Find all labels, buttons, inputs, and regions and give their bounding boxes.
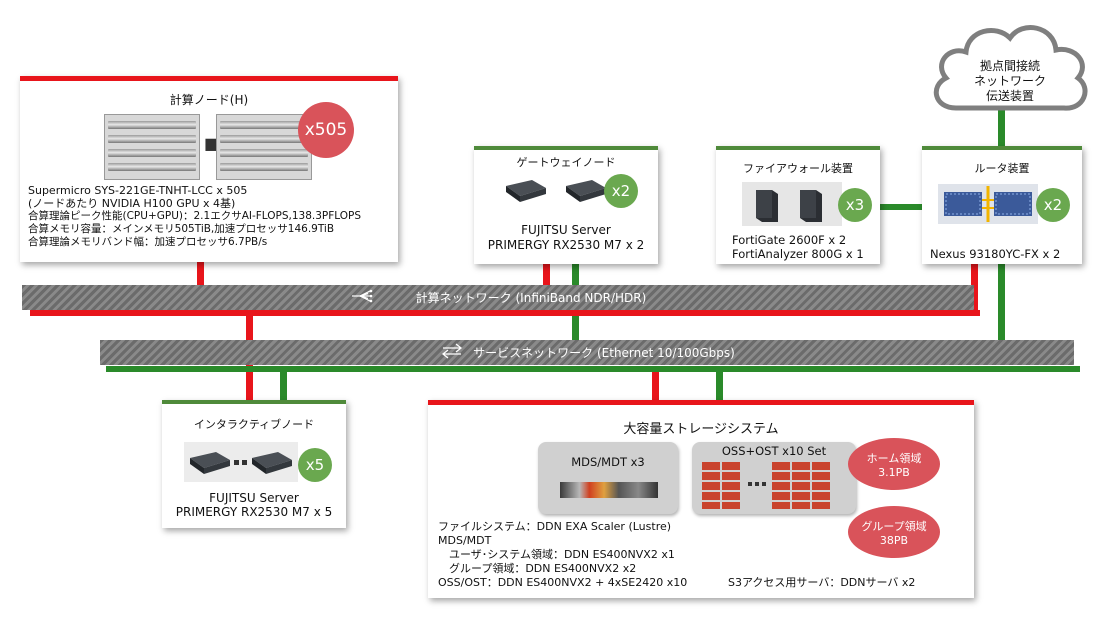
gpu-server-image-left bbox=[104, 114, 200, 180]
service-network-label: サービスネットワーク (Ethernet 10/100Gbps) bbox=[473, 346, 735, 360]
storage-title: 大容量ストレージシステム bbox=[623, 422, 779, 437]
group-area-name: グループ領域 bbox=[861, 519, 927, 533]
group-area-size: 38PB bbox=[879, 533, 909, 547]
gateway-count-badge: x2 bbox=[604, 174, 638, 208]
firewall-spec-1: FortiGate 2600F x 2 bbox=[732, 233, 847, 247]
interactive-eth-link bbox=[280, 370, 287, 404]
router-spec-1: Nexus 93180YC-FX x 2 bbox=[930, 247, 1061, 261]
router-cloud-link bbox=[998, 110, 1005, 150]
gateway-ib-link bbox=[543, 262, 550, 288]
compute-node-header-bar bbox=[20, 76, 398, 81]
firewall-header-bar bbox=[716, 146, 880, 150]
interactive-server-image bbox=[184, 442, 298, 482]
router-ib-link bbox=[971, 262, 978, 314]
storage-eth-link bbox=[716, 370, 723, 404]
compute-network-bus: 計算ネットワーク (InfiniBand NDR/HDR) bbox=[22, 285, 974, 310]
infiniband-icon bbox=[350, 289, 376, 306]
gateway-node-box: ゲートウェイノード x2 FUJITSU Server PRIMERGY RX2… bbox=[474, 146, 658, 264]
firewall-count-badge: x3 bbox=[838, 188, 872, 222]
router-image bbox=[938, 184, 1038, 224]
cloud-shape: 拠点間接続 ネットワーク 伝送装置 bbox=[926, 16, 1094, 120]
oss-label: OSS+OST x10 Set bbox=[721, 444, 827, 458]
storage-ib-link bbox=[652, 370, 659, 404]
compute-node-spec-2: (ノードあたり NVIDIA H100 GPU x 4基) bbox=[28, 197, 236, 210]
router-eth-link bbox=[998, 262, 1005, 340]
home-area-badge: ホーム領域 3.1PB bbox=[848, 438, 940, 490]
compute-network-label: 計算ネットワーク (InfiniBand NDR/HDR) bbox=[415, 291, 647, 305]
mds-panel: MDS/MDT x3 bbox=[538, 442, 678, 514]
storage-spec-2: MDS/MDT bbox=[438, 534, 492, 547]
ethernet-icon bbox=[439, 343, 465, 362]
gateway-header-bar bbox=[474, 146, 658, 150]
interactive-header-bar bbox=[162, 400, 346, 404]
storage-spec-5: OSS/OST：DDN ES400NVX2 + 4xSE2420 x10 bbox=[438, 576, 688, 589]
firewall-spec-2: FortiAnalyzer 800G x 1 bbox=[732, 247, 864, 261]
interactive-node-box: インタラクティブノード x5 FUJITSU Server PRIMERGY R… bbox=[162, 400, 346, 528]
home-area-name: ホーム領域 bbox=[866, 451, 922, 465]
gateway-server-image-1 bbox=[502, 176, 548, 204]
oss-panel: OSS+OST x10 Set bbox=[692, 442, 856, 514]
s3-server-label: S3アクセス用サーバ：DDNサーバ x2 bbox=[728, 576, 916, 589]
interactive-count-badge: x5 bbox=[298, 448, 332, 482]
cloud-label-1: 拠点間接続 bbox=[979, 59, 1040, 73]
oss-device-image bbox=[700, 460, 850, 510]
compute-node-spec-5: 合算理論メモリバンド幅：加速プロセッサ6.7PB/s bbox=[28, 236, 268, 248]
compute-network-shadow bbox=[30, 310, 980, 316]
firewall-title: ファイアウォール装置 bbox=[743, 162, 853, 175]
compute-node-count-badge: x505 bbox=[298, 102, 354, 158]
storage-spec-1: ファイルシステム：DDN EXA Scaler (Lustre) bbox=[438, 520, 672, 533]
cloud-label-3: 伝送装置 bbox=[985, 89, 1034, 103]
firewall-box: ファイアウォール装置 x3 FortiGate 2600F x 2 FortiA… bbox=[716, 146, 880, 264]
storage-spec-4: グループ領域：DDN ES400NVX2 x2 bbox=[438, 562, 637, 575]
firewall-image bbox=[742, 182, 842, 226]
group-area-badge: グループ領域 38PB bbox=[848, 506, 940, 558]
interactive-spec-1: FUJITSU Server bbox=[209, 491, 299, 505]
gateway-spec-1: FUJITSU Server bbox=[521, 223, 611, 237]
cloud-label-2: ネットワーク bbox=[973, 74, 1046, 88]
interactive-spec-2: PRIMERGY RX2530 M7 x 5 bbox=[175, 505, 333, 519]
gateway-server-image-2 bbox=[562, 176, 608, 204]
storage-header-bar bbox=[428, 400, 974, 405]
compute-node-spec-4: 合算メモリ容量：メインメモリ505TiB,加速プロセッサ146.9TiB bbox=[28, 223, 335, 235]
storage-spec-3: ユーザ･システム領域：DDN ES400NVX2 x1 bbox=[438, 548, 675, 561]
router-title: ルータ装置 bbox=[974, 162, 1030, 175]
interactive-title: インタラクティブノード bbox=[193, 418, 315, 431]
compute-node-ib-link bbox=[197, 258, 204, 288]
mds-label: MDS/MDT x3 bbox=[571, 455, 645, 469]
compute-node-title: 計算ノード(H) bbox=[169, 93, 249, 107]
mds-device-image bbox=[560, 482, 658, 498]
storage-box: 大容量ストレージシステム MDS/MDT x3 OSS+OST x10 Set … bbox=[428, 400, 974, 598]
compute-node-box: 計算ノード(H) ■ ■ x505 Supermicro SYS-221GE-T… bbox=[20, 76, 398, 262]
compute-node-spec-1: Supermicro SYS-221GE-TNHT-LCC x 505 bbox=[28, 184, 248, 197]
firewall-router-link bbox=[872, 204, 922, 210]
gateway-title: ゲートウェイノード bbox=[516, 156, 616, 169]
service-network-bus: サービスネットワーク (Ethernet 10/100Gbps) bbox=[100, 340, 1074, 365]
gateway-spec-2: PRIMERGY RX2530 M7 x 2 bbox=[487, 238, 645, 252]
gpu-server-image-right bbox=[216, 114, 312, 180]
router-header-bar bbox=[922, 146, 1082, 150]
compute-node-spec-3: 合算理論ピーク性能(CPU+GPU)：2.1エクサAI-FLOPS,138.3P… bbox=[28, 210, 362, 222]
service-network-shadow bbox=[106, 366, 1080, 372]
router-count-badge: x2 bbox=[1036, 188, 1070, 222]
home-area-size: 3.1PB bbox=[878, 465, 910, 479]
router-box: ルータ装置 x2 Nexus 93180YC-FX x 2 bbox=[922, 146, 1082, 264]
